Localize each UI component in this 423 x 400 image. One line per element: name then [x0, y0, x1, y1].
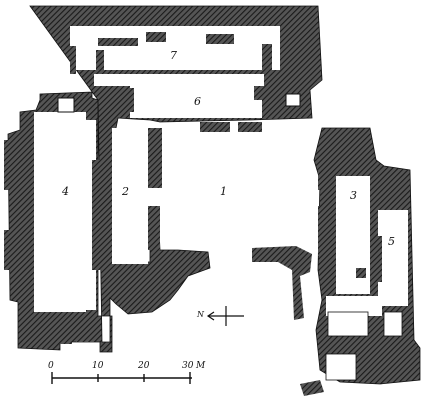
room-6-void — [130, 86, 262, 118]
room-label-5: 5 — [388, 235, 395, 248]
wall-piece — [200, 122, 230, 132]
north-arrow-icon — [206, 306, 244, 326]
wall-piece — [96, 50, 104, 74]
scale-unit: M — [196, 361, 206, 371]
room-7-void — [70, 26, 280, 70]
scale-tick-20: 20 — [138, 361, 150, 371]
wall-piece — [254, 86, 262, 100]
wall-fragment — [300, 380, 324, 396]
north-arrow-letter: N — [197, 310, 204, 319]
wall-piece — [52, 332, 72, 344]
scale-tick-10: 10 — [92, 361, 104, 371]
room-label-6: 6 — [194, 95, 201, 108]
room-5-void — [378, 210, 408, 306]
wall-piece — [262, 44, 272, 74]
wall-piece — [124, 88, 134, 112]
east-cell-1-void — [327, 311, 369, 337]
wall-piece — [146, 32, 166, 42]
room-label-1: 1 — [220, 185, 227, 198]
room-2-void — [112, 128, 148, 264]
wall-fragment — [252, 246, 312, 320]
east-cell-3-void — [383, 311, 403, 337]
wall-piece — [356, 268, 366, 278]
wall-piece — [148, 128, 162, 188]
wall-piece — [238, 122, 262, 132]
wall-piece — [206, 34, 234, 44]
east-cell-2-void — [325, 353, 357, 381]
west-corridor-void — [86, 120, 96, 310]
wall-piece — [57, 97, 75, 113]
wall-piece — [318, 170, 328, 190]
north-corridor-void — [94, 74, 264, 86]
wall-piece — [4, 230, 14, 270]
scale-bar — [51, 372, 192, 384]
wall-piece — [4, 140, 14, 190]
wall-piece — [285, 93, 301, 107]
wall-piece — [372, 236, 382, 282]
wall-piece — [318, 206, 328, 256]
wall-piece — [30, 318, 48, 330]
room-label-7: 7 — [170, 49, 177, 62]
wall-piece — [148, 206, 160, 250]
east-passage-void — [326, 296, 382, 316]
room-label-3: 3 — [350, 189, 357, 202]
room-label-2: 2 — [122, 185, 129, 198]
room-label-4: 4 — [62, 185, 69, 198]
wall-piece — [98, 38, 138, 46]
wall-piece — [92, 160, 102, 270]
wall-piece — [76, 322, 94, 342]
room-4-void — [34, 112, 86, 312]
wall-piece — [70, 46, 76, 74]
scale-tick-30: 30 — [182, 361, 194, 371]
scale-tick-0: 0 — [48, 361, 54, 371]
